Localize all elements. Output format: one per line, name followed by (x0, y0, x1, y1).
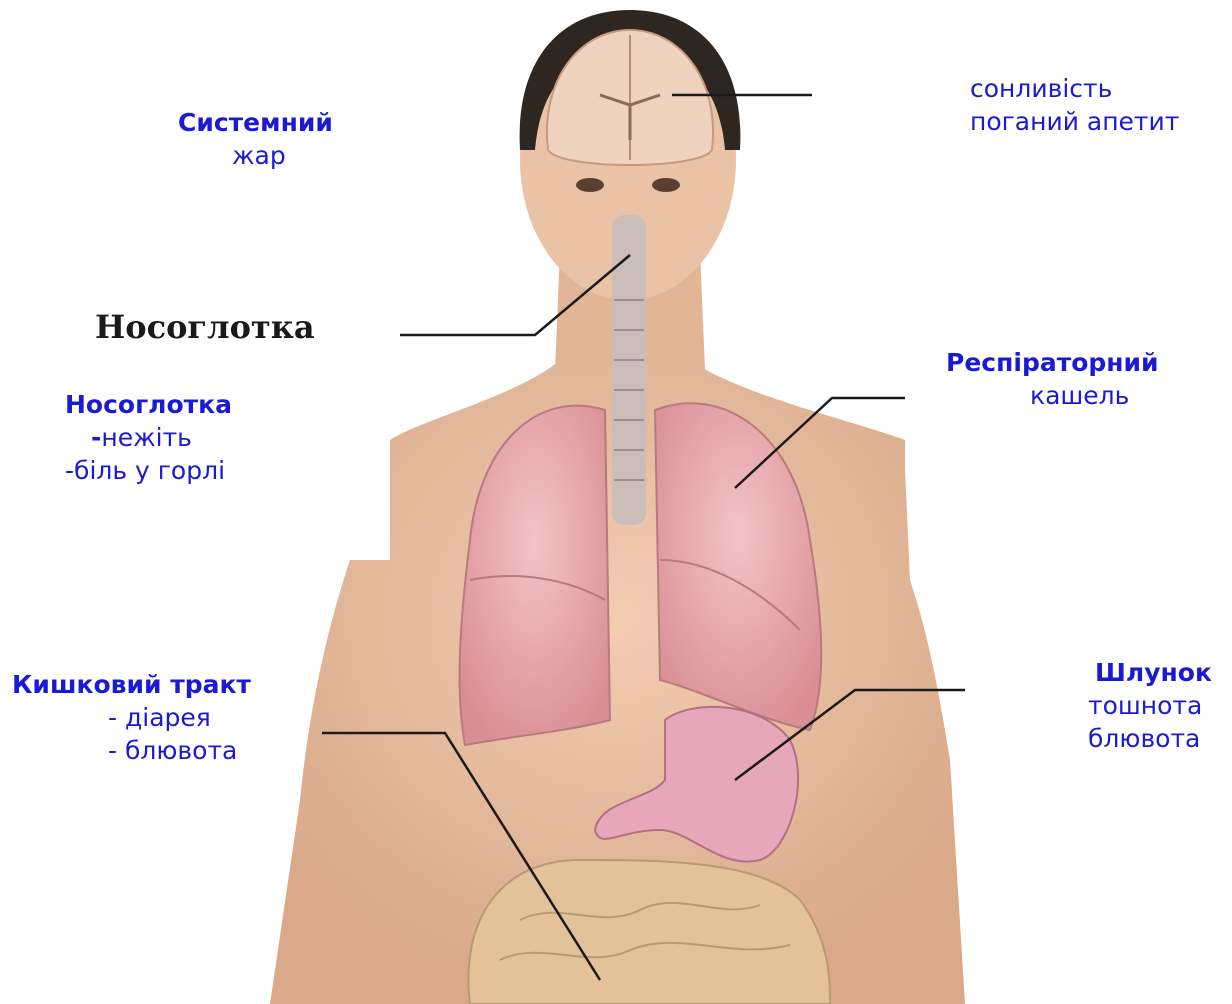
label-systemic: Системний жар (178, 106, 333, 172)
label-nasopharynx-heading: Носоглотка (65, 388, 232, 421)
label-respiratory-line-0: кашель (946, 379, 1159, 412)
label-brain-line-0: сонливість (970, 72, 1179, 105)
label-nasopharynx-line-0: нежіть (101, 423, 192, 452)
label-respiratory: Респіраторний кашель (946, 346, 1159, 412)
label-brain: сонливість поганий апетит (970, 72, 1179, 138)
label-stomach: Шлунок тошнота блювота (1095, 656, 1212, 755)
label-systemic-line-0: жар (178, 139, 333, 172)
label-intestinal-line-1: - блювота (12, 734, 251, 767)
label-brain-line-1: поганий апетит (970, 105, 1179, 138)
left-eye (576, 178, 604, 192)
label-nasopharynx-line-1: -біль у горлі (65, 454, 232, 487)
label-nasopharynx-bullet: - (91, 423, 101, 452)
right-eye (652, 178, 680, 192)
trachea (612, 215, 646, 525)
label-stomach-heading: Шлунок (1095, 656, 1212, 689)
label-intestinal: Кишковий тракт - діарея - блювота (12, 668, 251, 767)
label-systemic-heading: Системний (178, 106, 333, 139)
label-intestinal-heading: Кишковий тракт (12, 668, 251, 701)
label-intestinal-line-0: - діарея (12, 701, 251, 734)
label-stomach-line-0: тошнота (1088, 689, 1212, 722)
label-stomach-line-1: блювота (1088, 722, 1212, 755)
nasopharynx-title: Носоглотка (95, 308, 315, 346)
label-nasopharynx: Носоглотка -нежіть -біль у горлі (65, 388, 232, 487)
label-respiratory-heading: Респіраторний (946, 346, 1159, 379)
